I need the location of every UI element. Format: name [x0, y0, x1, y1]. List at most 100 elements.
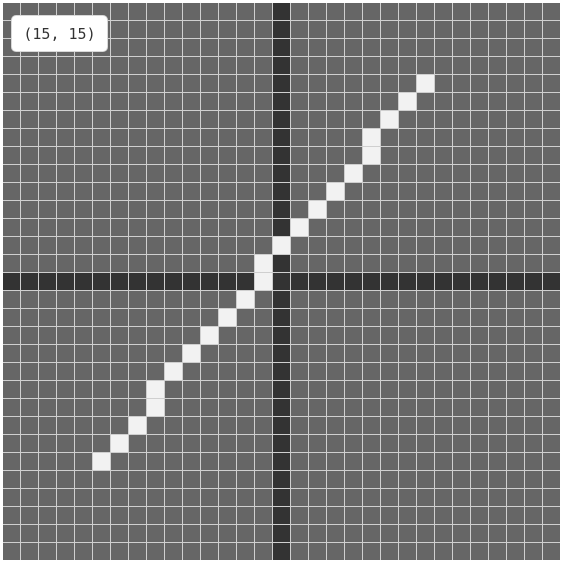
y-axis-cell — [273, 471, 290, 488]
x-axis-cell — [435, 273, 452, 290]
y-axis-cell — [273, 57, 290, 74]
grid-line-vertical — [128, 3, 129, 560]
highlighted-cell — [381, 111, 398, 128]
x-axis-cell — [507, 273, 524, 290]
highlighted-cell — [111, 435, 128, 452]
grid-line-vertical — [272, 3, 273, 560]
grid-line-horizontal — [3, 20, 560, 21]
grid-line-horizontal — [3, 506, 560, 507]
grid-line-horizontal — [3, 272, 560, 273]
x-axis-cell — [39, 273, 56, 290]
coordinate-readout: (15, 15) — [11, 15, 108, 52]
y-axis-cell — [273, 3, 290, 20]
grid-line-vertical — [182, 3, 183, 560]
grid-line-horizontal — [3, 164, 560, 165]
x-axis-cell — [309, 273, 326, 290]
x-axis-cell — [381, 273, 398, 290]
grid-line-horizontal — [3, 128, 560, 129]
grid-line-horizontal — [3, 380, 560, 381]
grid-line-horizontal — [3, 416, 560, 417]
grid-line-horizontal — [3, 110, 560, 111]
grid-line-horizontal — [3, 362, 560, 363]
y-axis-cell — [273, 489, 290, 506]
grid-line-horizontal — [3, 452, 560, 453]
highlighted-cell — [291, 219, 308, 236]
y-axis-cell — [273, 327, 290, 344]
grid-line-horizontal — [3, 434, 560, 435]
highlighted-cell — [255, 273, 272, 290]
x-axis-cell — [165, 273, 182, 290]
grid-line-vertical — [254, 3, 255, 560]
highlighted-cell — [237, 291, 254, 308]
x-axis-cell — [525, 273, 542, 290]
y-axis-cell — [273, 111, 290, 128]
y-axis-cell — [273, 453, 290, 470]
grid-line-horizontal — [3, 74, 560, 75]
highlighted-cell — [147, 381, 164, 398]
grid-line-vertical — [236, 3, 237, 560]
grid-line-horizontal — [3, 470, 560, 471]
grid-line-vertical — [524, 3, 525, 560]
y-axis-cell — [273, 129, 290, 146]
x-axis-cell — [129, 273, 146, 290]
grid-line-horizontal — [3, 326, 560, 327]
grid-line-vertical — [200, 3, 201, 560]
pixel-grid-canvas[interactable] — [3, 3, 560, 560]
x-axis-cell — [417, 273, 434, 290]
y-axis-cell — [273, 165, 290, 182]
y-axis-cell — [273, 201, 290, 218]
grid-line-vertical — [56, 3, 57, 560]
y-axis-cell — [273, 219, 290, 236]
x-axis-cell — [111, 273, 128, 290]
grid-line-vertical — [380, 3, 381, 560]
grid-line-vertical — [308, 3, 309, 560]
highlighted-cell — [255, 255, 272, 272]
y-axis-cell — [273, 417, 290, 434]
y-axis-cell — [273, 291, 290, 308]
x-axis-cell — [399, 273, 416, 290]
grid-line-vertical — [110, 3, 111, 560]
grid-line-vertical — [218, 3, 219, 560]
grid-line-horizontal — [3, 308, 560, 309]
highlighted-cell — [309, 201, 326, 218]
grid-line-vertical — [470, 3, 471, 560]
highlighted-cell — [363, 129, 380, 146]
y-axis-cell — [273, 93, 290, 110]
grid-line-vertical — [164, 3, 165, 560]
highlighted-cell — [129, 417, 146, 434]
y-axis-cell — [273, 255, 290, 272]
grid-line-vertical — [488, 3, 489, 560]
grid-line-horizontal — [3, 398, 560, 399]
x-axis-cell — [219, 273, 236, 290]
y-axis-cell — [273, 435, 290, 452]
grid-line-vertical — [74, 3, 75, 560]
grid-line-horizontal — [3, 524, 560, 525]
grid-line-vertical — [326, 3, 327, 560]
y-axis-cell — [273, 273, 290, 290]
highlighted-cell — [345, 165, 362, 182]
grid-line-horizontal — [3, 290, 560, 291]
grid-line-vertical — [20, 3, 21, 560]
x-axis-cell — [363, 273, 380, 290]
grid-line-horizontal — [3, 488, 560, 489]
x-axis-cell — [327, 273, 344, 290]
y-axis-cell — [273, 75, 290, 92]
x-axis-cell — [345, 273, 362, 290]
x-axis-cell — [489, 273, 506, 290]
x-axis-cell — [57, 273, 74, 290]
grid-line-vertical — [416, 3, 417, 560]
grid-line-horizontal — [3, 344, 560, 345]
grid-line-vertical — [542, 3, 543, 560]
x-axis-cell — [75, 273, 92, 290]
grid-line-horizontal — [3, 92, 560, 93]
grid-line-vertical — [38, 3, 39, 560]
grid-line-horizontal — [3, 200, 560, 201]
grid-line-horizontal — [3, 38, 560, 39]
y-axis-cell — [273, 39, 290, 56]
highlighted-cell — [417, 75, 434, 92]
highlighted-cell — [363, 147, 380, 164]
y-axis-cell — [273, 309, 290, 326]
y-axis-cell — [273, 363, 290, 380]
x-axis-cell — [453, 273, 470, 290]
y-axis-cell — [273, 543, 290, 560]
